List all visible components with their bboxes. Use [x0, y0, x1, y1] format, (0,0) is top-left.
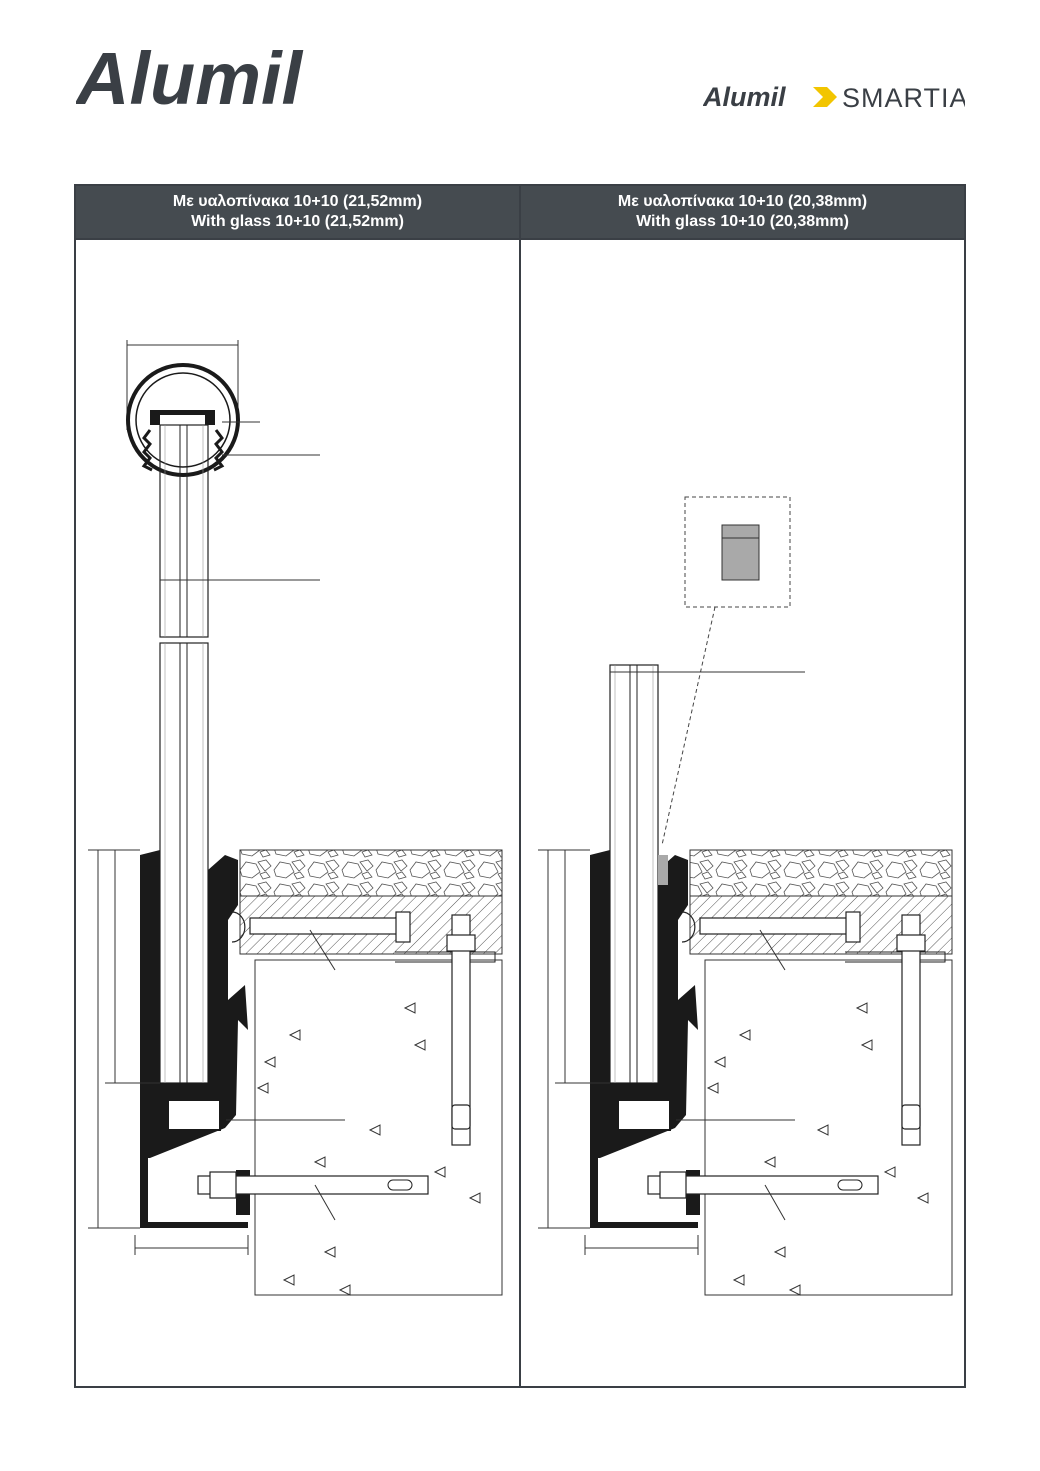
- column-divider: [519, 186, 521, 1386]
- chevron-icon: [813, 87, 837, 107]
- base-profile-right: [590, 850, 700, 1228]
- column-header-right: Με υαλοπίνακα 10+10 (20,38mm) With glass…: [521, 186, 964, 240]
- bolt-left: [231, 911, 496, 963]
- anchor-horizontal-left: [197, 1171, 429, 1199]
- column-title-greek: Με υαλοπίνακα 10+10 (21,52mm): [172, 193, 423, 210]
- column-title-english: With glass 10+10 (21,52mm): [191, 213, 404, 230]
- alumil-logo-text: Alumil: [76, 48, 304, 110]
- anchor-vertical-left: [446, 914, 476, 1146]
- right-detail: [538, 496, 953, 1296]
- anchor-vertical-right: [896, 914, 926, 1146]
- drawing-table: Με υαλοπίνακα 10+10 (21,52mm) With glass…: [74, 184, 966, 1388]
- glass-pane-left: [159, 424, 209, 1084]
- alumil-logo: Alumil: [76, 48, 304, 110]
- smartia-text: SMARTIA: [842, 83, 965, 112]
- column-title-english: With glass 10+10 (20,38mm): [636, 213, 849, 230]
- glass-pane-right: [609, 664, 659, 1084]
- base-profile-left: [140, 850, 250, 1228]
- column-header-left: Με υαλοπίνακα 10+10 (21,52mm) With glass…: [76, 186, 519, 240]
- anchor-horizontal-right: [647, 1171, 879, 1199]
- alumil-smartia-logo: Alumil SMARTIA: [703, 82, 965, 112]
- left-detail: [88, 340, 503, 1296]
- handrail-profile: [126, 363, 240, 477]
- alumil-small-logo-text: Alumil: [703, 82, 786, 112]
- bolt-right: [681, 911, 946, 963]
- column-title-greek: Με υαλοπίνακα 10+10 (20,38mm): [617, 193, 868, 210]
